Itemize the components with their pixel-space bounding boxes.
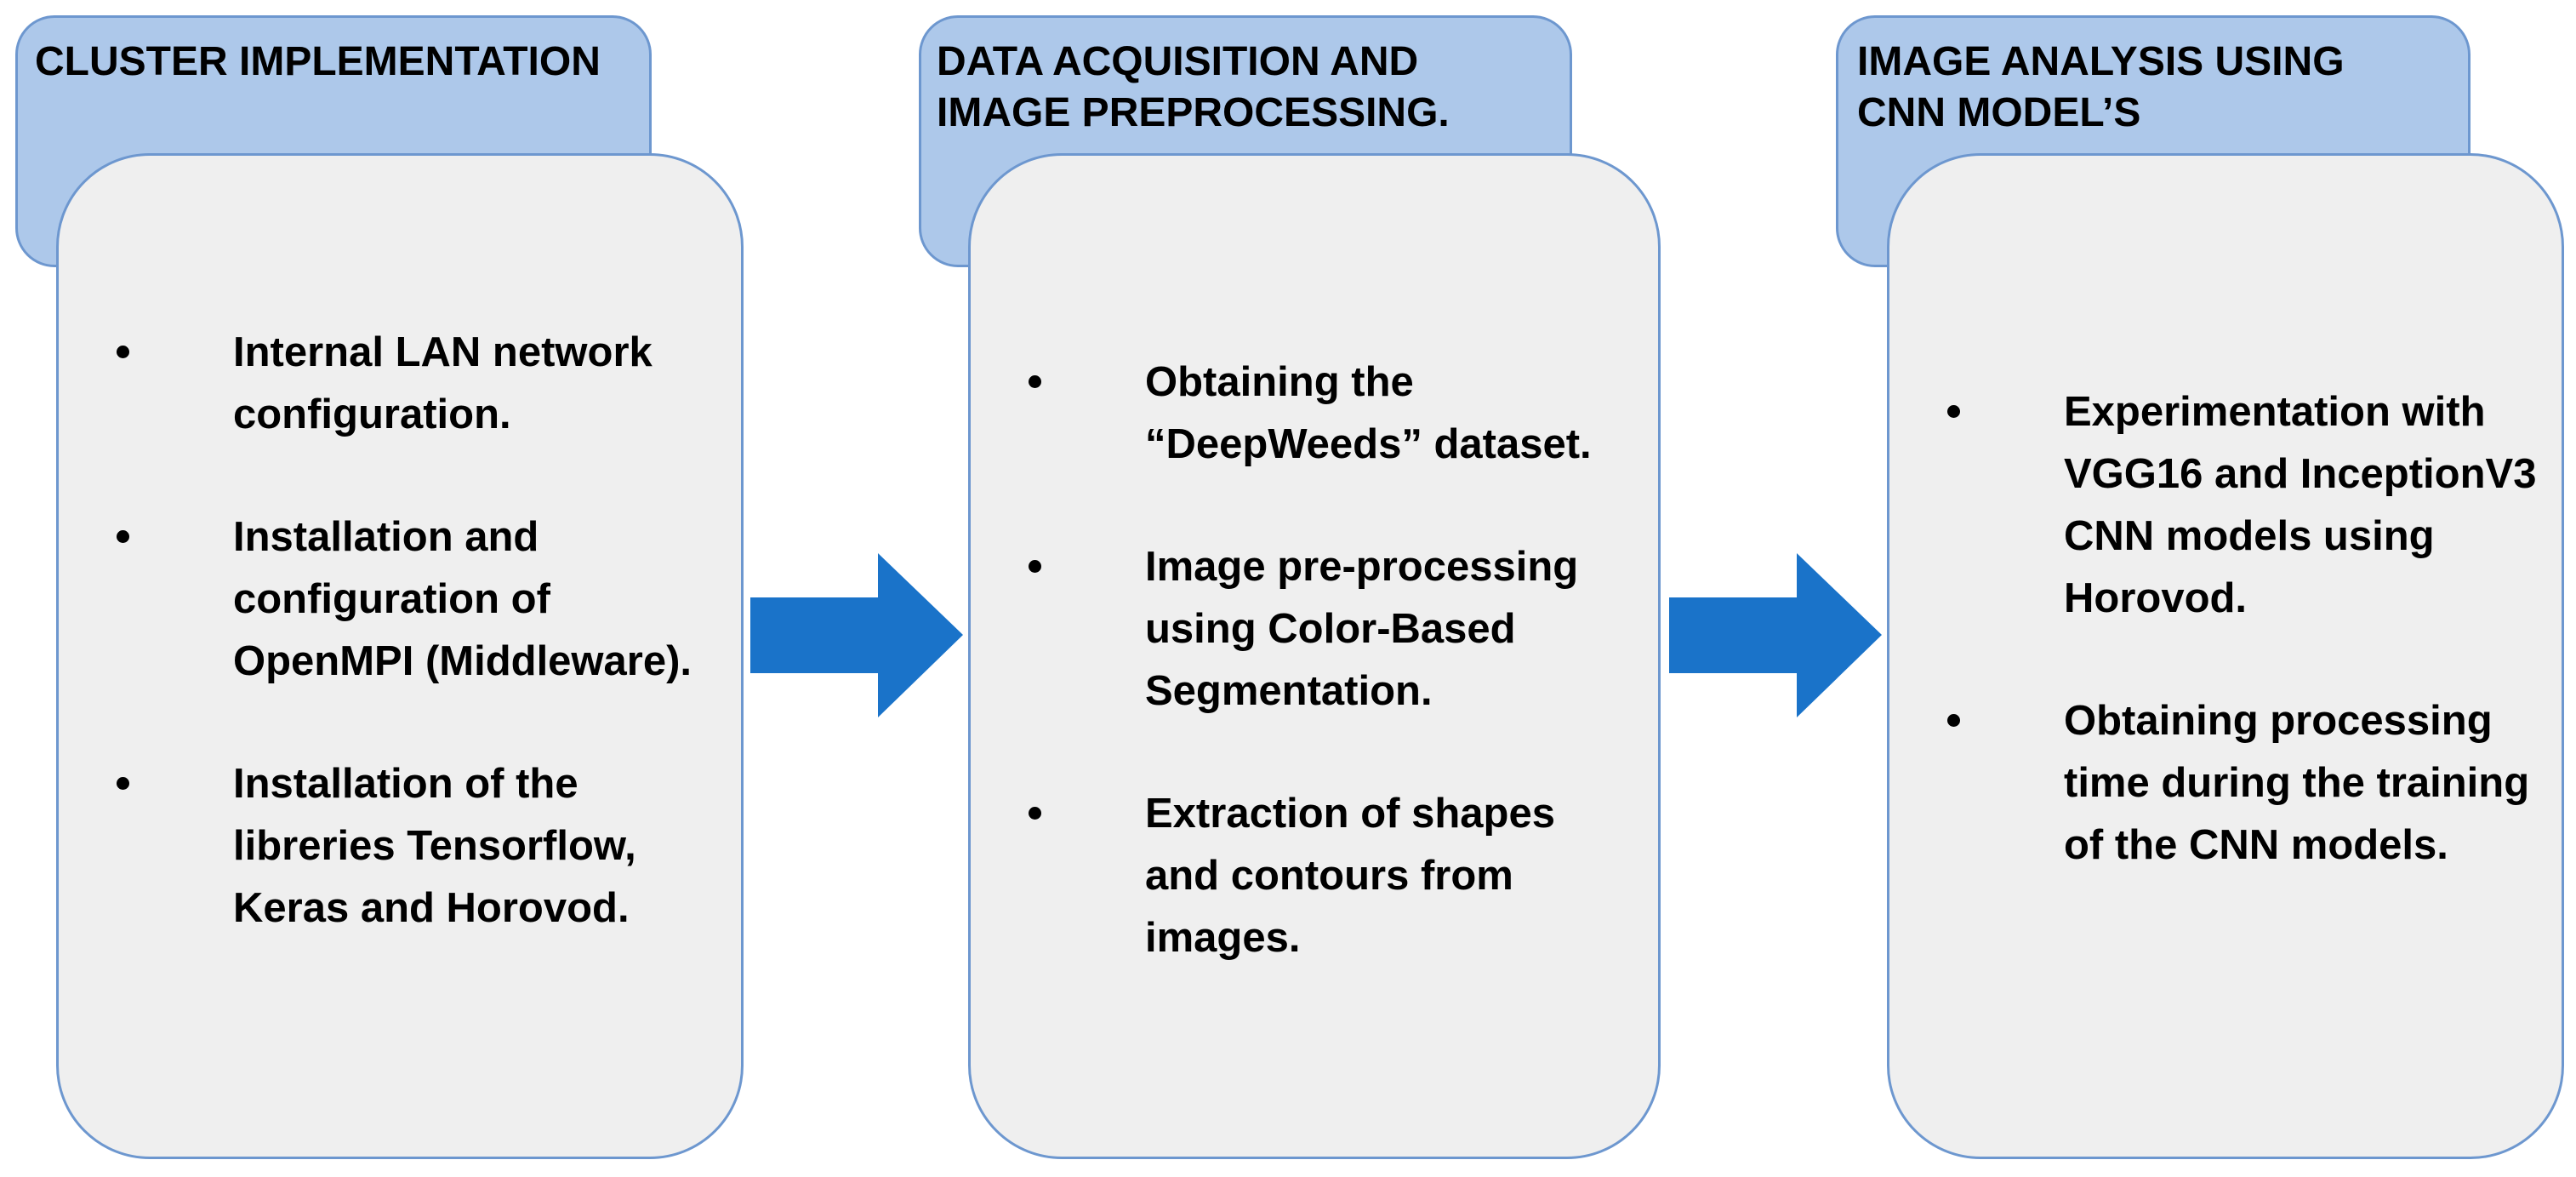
arrow-shape [750, 553, 963, 717]
bullet-text: Obtaining processing time during the tra… [2064, 698, 2530, 868]
stage-1-bullets: Internal LAN network configuration. Inst… [111, 322, 707, 940]
bullet-text: Extraction of shapes and contours from i… [1145, 791, 1555, 961]
bullet-item: Internal LAN network configuration. [111, 322, 707, 446]
bullet-item: Image pre-processing using Color-Based S… [1023, 536, 1636, 723]
stage-1-card: Internal LAN network configuration. Inst… [56, 153, 744, 1159]
stage-1-title: CLUSTER IMPLEMENTATION [35, 39, 601, 84]
bullet-item: Obtaining the “DeepWeeds” dataset. [1023, 351, 1636, 476]
stage-2-bullets: Obtaining the “DeepWeeds” dataset. Image… [1023, 351, 1636, 969]
bullet-item: Experimentation with VGG16 and Inception… [1942, 381, 2543, 630]
bullet-text: Internal LAN network configuration. [233, 329, 653, 437]
bullet-text: Obtaining the “DeepWeeds” dataset. [1145, 359, 1592, 467]
stage-3-bullets: Experimentation with VGG16 and Inception… [1942, 381, 2543, 877]
bullet-text: Installation of the libreries Tensorflow… [233, 761, 636, 931]
stage-2-title: DATA ACQUISITION AND IMAGE PREPROCESSING… [937, 39, 1450, 135]
bullet-icon [117, 530, 129, 543]
right-arrow-icon [750, 553, 963, 717]
bullet-item: Installation and configuration of OpenMP… [111, 506, 707, 693]
bullet-icon [1947, 405, 1960, 418]
bullet-text: Installation and configuration of OpenMP… [233, 514, 692, 684]
bullet-icon [117, 777, 129, 790]
bullet-icon [117, 346, 129, 358]
stage-2-card: Obtaining the “DeepWeeds” dataset. Image… [968, 153, 1661, 1159]
bullet-item: Obtaining processing time during the tra… [1942, 690, 2543, 877]
bullet-icon [1029, 560, 1041, 573]
right-arrow-icon [1669, 553, 1882, 717]
bullet-icon [1029, 807, 1041, 820]
bullet-item: Extraction of shapes and contours from i… [1023, 783, 1636, 969]
bullet-item: Installation of the libreries Tensorflow… [111, 753, 707, 940]
stage-3-title: IMAGE ANALYSIS USING CNN MODEL’S [1857, 39, 2345, 135]
bullet-text: Experimentation with VGG16 and Inception… [2064, 389, 2537, 621]
stage-3-card: Experimentation with VGG16 and Inception… [1887, 153, 2564, 1159]
arrow-shape [1669, 553, 1882, 717]
bullet-icon [1947, 714, 1960, 727]
bullet-icon [1029, 375, 1041, 388]
bullet-text: Image pre-processing using Color-Based S… [1145, 544, 1579, 714]
